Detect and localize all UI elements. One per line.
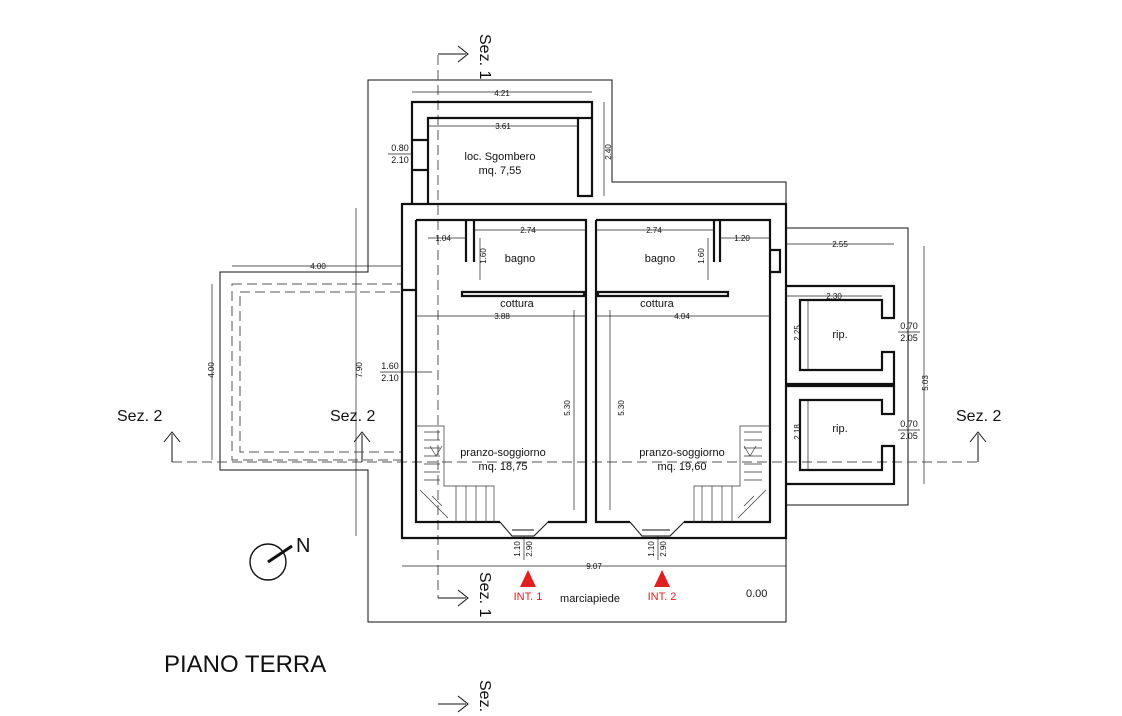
svg-text:5.30: 5.30 xyxy=(617,400,626,416)
section-2-right-label: Sez. 2 xyxy=(956,408,1001,425)
section-arrow-icon xyxy=(163,45,987,713)
lot-boundary xyxy=(219,79,909,623)
section-1-bottom-label: Sez. 1 xyxy=(476,572,493,617)
svg-text:4.00: 4.00 xyxy=(310,262,326,271)
section-1-top-label: Sez. 1 xyxy=(476,34,493,79)
svg-text:2.90: 2.90 xyxy=(659,541,668,557)
svg-text:2.55: 2.55 xyxy=(832,240,848,249)
svg-text:0.80: 0.80 xyxy=(391,143,409,153)
entrance-2-label: INT. 2 xyxy=(648,591,677,603)
room-sgombero-area: mq. 7,55 xyxy=(479,165,522,177)
svg-text:9.07: 9.07 xyxy=(586,562,602,571)
bathroom-partitions xyxy=(460,220,730,298)
stairs-left xyxy=(416,425,495,522)
north-compass-icon xyxy=(249,543,293,581)
entrance-1-arrow-icon xyxy=(520,570,536,587)
pergola-outline xyxy=(231,283,403,461)
svg-text:2.25: 2.25 xyxy=(793,325,802,341)
svg-text:7.90: 7.90 xyxy=(355,362,364,378)
room-bagno-right: bagno xyxy=(645,253,676,265)
room-cottura-left: cottura xyxy=(500,298,535,310)
room-cottura-right: cottura xyxy=(640,298,675,310)
svg-text:2.40: 2.40 xyxy=(604,144,613,160)
ripostiglio-walls xyxy=(786,284,896,486)
room-pranzo-left-name: pranzo-soggiorno xyxy=(460,447,546,459)
svg-text:2.74: 2.74 xyxy=(646,226,662,235)
room-rip-top: rip. xyxy=(832,329,847,341)
room-bagno-left: bagno xyxy=(505,253,536,265)
svg-text:2.10: 2.10 xyxy=(391,155,409,165)
svg-text:2.18: 2.18 xyxy=(793,424,802,440)
svg-text:4.21: 4.21 xyxy=(494,89,510,98)
svg-text:0.70: 0.70 xyxy=(900,321,918,331)
entrance-2-arrow-icon xyxy=(654,570,670,587)
svg-text:2.74: 2.74 xyxy=(520,226,536,235)
svg-text:2.30: 2.30 xyxy=(826,292,842,301)
svg-text:1.10: 1.10 xyxy=(647,541,656,557)
section-1-cut-label: Sez. xyxy=(476,680,493,712)
north-label: N xyxy=(296,535,310,557)
section-2-left-label: Sez. 2 xyxy=(117,408,162,425)
door-openings xyxy=(499,521,685,537)
room-sgombero-name: loc. Sgombero xyxy=(465,151,536,163)
svg-text:2.10: 2.10 xyxy=(381,373,399,383)
room-pranzo-left-area: mq. 18,75 xyxy=(479,461,528,473)
room-pranzo-right-area: mq. 19,60 xyxy=(658,461,707,473)
marciapiede-label: marciapiede xyxy=(560,593,620,605)
level-label: 0.00 xyxy=(746,588,767,600)
section-2-mid-label: Sez. 2 xyxy=(330,408,375,425)
room-rip-bottom: rip. xyxy=(832,423,847,435)
svg-text:3.61: 3.61 xyxy=(495,122,511,131)
entrance-1-label: INT. 1 xyxy=(514,591,543,603)
stairs-right xyxy=(693,425,770,522)
storage-walls xyxy=(410,100,594,204)
dimension-labels: 4.21 3.61 2.40 0.80 2.10 1.04 2.74 2.74 … xyxy=(207,89,930,571)
svg-text:4.00: 4.00 xyxy=(207,362,216,378)
svg-text:5.30: 5.30 xyxy=(563,400,572,416)
svg-text:0.70: 0.70 xyxy=(900,419,918,429)
svg-text:3.88: 3.88 xyxy=(494,312,510,321)
main-walls xyxy=(400,202,788,540)
svg-text:1.20: 1.20 xyxy=(734,234,750,243)
svg-text:2.90: 2.90 xyxy=(525,541,534,557)
drawing-title: PIANO TERRA xyxy=(164,651,326,678)
svg-text:5.03: 5.03 xyxy=(921,375,930,391)
svg-text:1.04: 1.04 xyxy=(435,234,451,243)
svg-text:2.05: 2.05 xyxy=(900,333,918,343)
dimension-lines xyxy=(211,91,925,567)
svg-text:1.60: 1.60 xyxy=(479,248,488,264)
svg-text:4.04: 4.04 xyxy=(674,312,690,321)
room-pranzo-right-name: pranzo-soggiorno xyxy=(639,447,725,459)
svg-text:1.10: 1.10 xyxy=(513,541,522,557)
svg-text:2.05: 2.05 xyxy=(900,431,918,441)
svg-text:1.60: 1.60 xyxy=(381,361,399,371)
svg-text:1.60: 1.60 xyxy=(697,248,706,264)
